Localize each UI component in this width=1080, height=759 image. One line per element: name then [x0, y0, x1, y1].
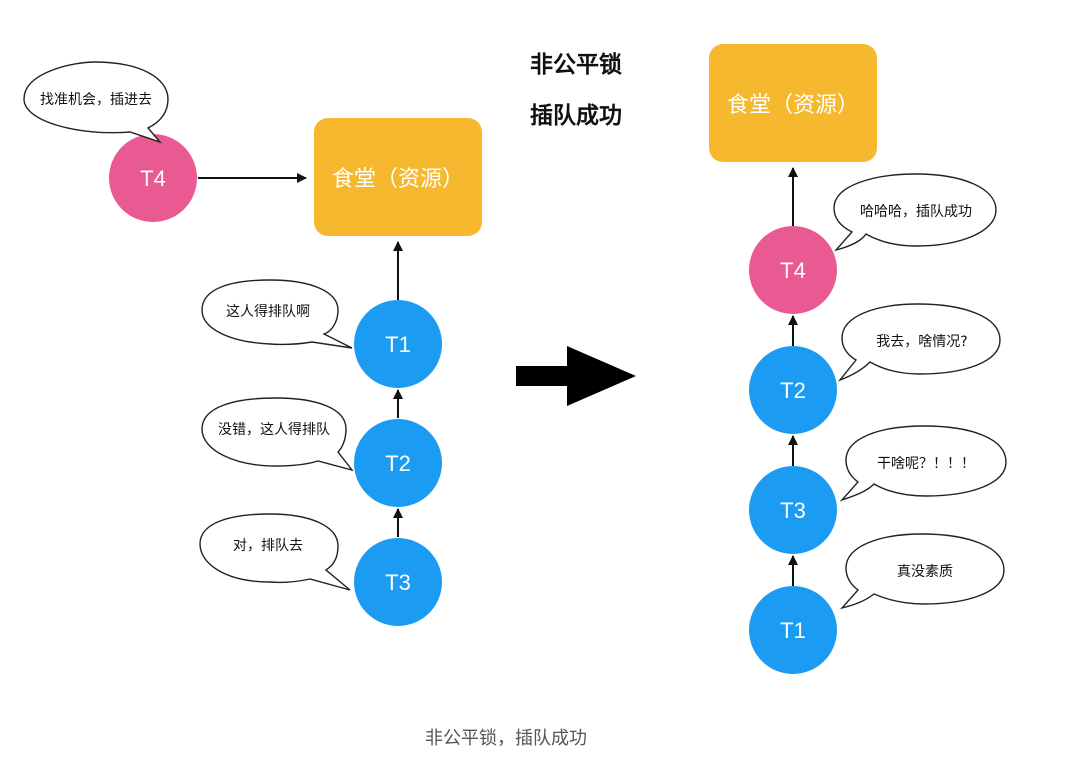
- left-resource-label: 食堂（资源）: [332, 167, 464, 192]
- left-bubble-t1: 这人得排队啊: [201, 279, 353, 349]
- right-bubble-t2: 我去，啥情况?: [837, 303, 1001, 382]
- right-bubble-t1-text: 真没素质: [897, 564, 953, 580]
- big-right-arrow-icon: [516, 346, 636, 406]
- right-node-t1: [749, 586, 837, 674]
- left-bubble-t4-text: 找准机会，插进去: [40, 92, 152, 108]
- right-resource-label: 食堂（资源）: [727, 93, 859, 118]
- left-resource-box: [314, 118, 482, 236]
- header-line1: 非公平锁: [530, 51, 622, 78]
- right-node-t3-label: T3: [780, 498, 806, 523]
- left-node-t4: [109, 134, 197, 222]
- left-node-t1: [354, 300, 442, 388]
- right-node-t1-label: T1: [780, 618, 806, 643]
- right-bubble-t2-text: 我去，啥情况?: [876, 334, 967, 350]
- right-bubble-t3: 干啥呢？！！！: [839, 425, 1007, 502]
- right-node-t2: [749, 346, 837, 434]
- left-bubble-t2-text: 没错，这人得排队: [218, 421, 330, 438]
- left-node-t3-label: T3: [385, 570, 411, 595]
- left-bubble-t1-text: 这人得排队啊: [226, 303, 310, 320]
- right-node-t2-label: T2: [780, 378, 806, 403]
- header-line2: 插队成功: [530, 103, 622, 129]
- right-node-t4: [749, 226, 837, 314]
- caption: 非公平锁，插队成功: [425, 728, 587, 749]
- right-bubble-t4-text: 哈哈哈，插队成功: [860, 204, 972, 220]
- right-node-t3: [749, 466, 837, 554]
- right-bubble-t4: 哈哈哈，插队成功: [833, 173, 997, 252]
- right-resource-box: [709, 44, 877, 162]
- left-node-t2-label: T2: [385, 451, 411, 476]
- right-node-t4-label: T4: [780, 258, 806, 283]
- left-bubble-t4: 找准机会，插进去: [23, 61, 169, 144]
- header: 非公平锁 插队成功: [530, 51, 622, 129]
- left-bubble-t3: 对，排队去: [199, 513, 351, 591]
- left-node-t1-label: T1: [385, 332, 411, 357]
- right-bubble-t1: 真没素质: [839, 533, 1005, 610]
- left-bubble-t3-text: 对，排队去: [233, 538, 303, 554]
- left-scene: 食堂（资源） T4 T1 T2 T3 找准机会，插进去 这人得排队啊 没错，这人…: [23, 61, 482, 626]
- left-node-t2: [354, 419, 442, 507]
- left-node-t4-label: T4: [140, 166, 166, 191]
- left-node-t3: [354, 538, 442, 626]
- left-bubble-t2: 没错，这人得排队: [201, 397, 354, 472]
- right-bubble-t3-text: 干啥呢？！！！: [877, 456, 975, 472]
- right-scene: 食堂（资源） T4 T2 T3 T1 哈哈哈，插队成功 我去，啥情况? 干啥呢？…: [709, 44, 1007, 674]
